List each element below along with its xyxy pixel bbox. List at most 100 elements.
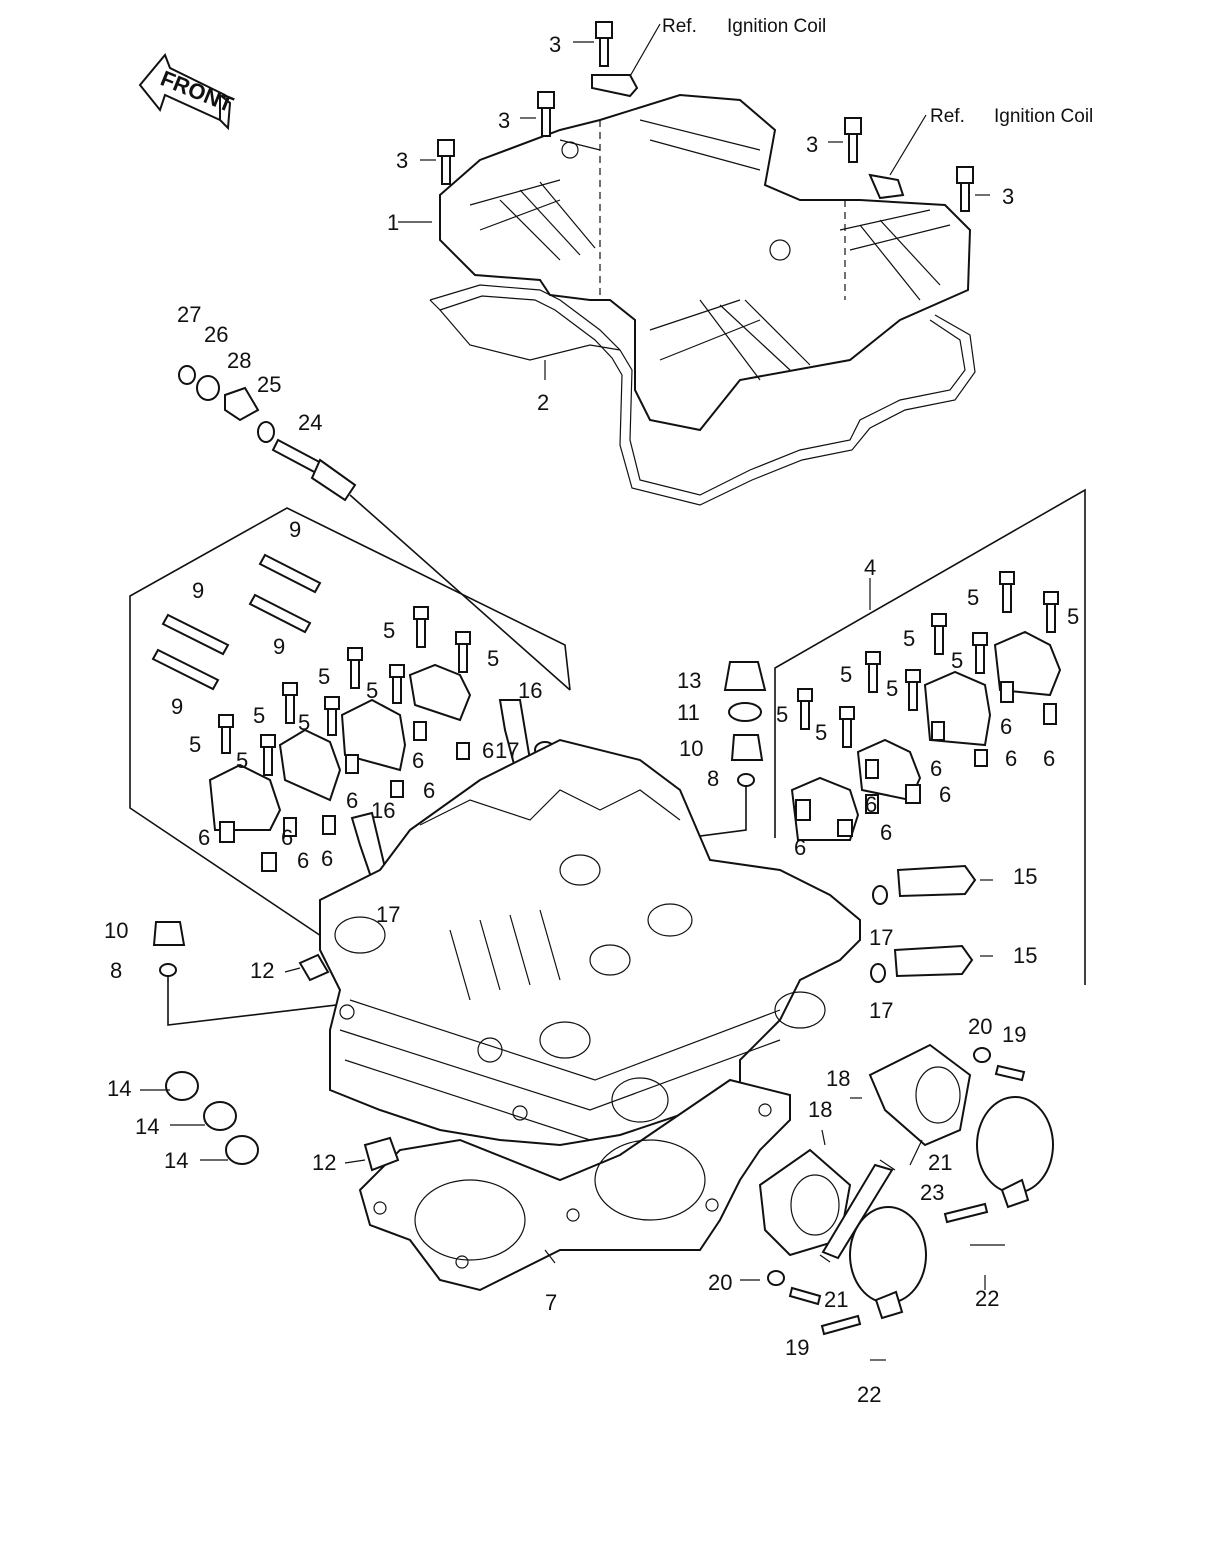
- reference-ignition-coil-right: Ref. Ignition Coil: [889, 106, 1093, 176]
- cylinder-head-cover: [439, 93, 972, 432]
- callout-18: 18: [808, 1097, 832, 1122]
- callout-5: 5: [1067, 604, 1079, 629]
- callout-12: 12: [312, 1150, 336, 1175]
- callout-8: 8: [707, 766, 719, 791]
- leader-lines: [140, 41, 993, 1290]
- callout-6: 6: [198, 825, 210, 850]
- cover-bolt: [844, 117, 862, 163]
- callout-4: 4: [864, 555, 876, 580]
- camshaft-caps-left: [208, 606, 472, 872]
- callout-5: 5: [383, 618, 395, 643]
- ref-prefix: Ref.: [662, 16, 697, 37]
- callout-5: 5: [189, 732, 201, 757]
- callout-6: 6: [412, 748, 424, 773]
- callout-6: 6: [281, 825, 293, 850]
- carburetor-holders: [758, 1043, 1054, 1361]
- ignition-coil-clamp: [591, 74, 905, 200]
- callout-17: 17: [869, 998, 893, 1023]
- cylinder-head: [319, 738, 861, 1147]
- callout-6: 6: [930, 756, 942, 781]
- callout-6: 6: [1005, 746, 1017, 771]
- callout-9: 9: [273, 634, 285, 659]
- callout-18: 18: [826, 1066, 850, 1091]
- callout-27: 27: [177, 302, 201, 327]
- callout-13: 13: [677, 668, 701, 693]
- cover-bolt: [595, 21, 613, 67]
- callout-26: 26: [204, 322, 228, 347]
- callout-22: 22: [857, 1382, 881, 1407]
- callout-6: 6: [297, 848, 309, 873]
- callout-6: 6: [939, 782, 951, 807]
- cover-bolt: [956, 166, 974, 212]
- callout-10: 10: [679, 736, 703, 761]
- callout-20: 20: [708, 1270, 732, 1295]
- callout-6: 6: [482, 738, 494, 763]
- callout-3: 3: [1002, 184, 1014, 209]
- callout-5: 5: [776, 702, 788, 727]
- callout-8: 8: [110, 958, 122, 983]
- callout-14: 14: [164, 1148, 188, 1173]
- callout-3: 3: [806, 132, 818, 157]
- callout-19: 19: [1002, 1022, 1026, 1047]
- callout-5: 5: [318, 664, 330, 689]
- callout-28: 28: [227, 348, 251, 373]
- callout-6: 6: [1000, 714, 1012, 739]
- ref-text: Ignition Coil: [727, 16, 826, 37]
- callout-6: 6: [1043, 746, 1055, 771]
- callout-22: 22: [975, 1286, 999, 1311]
- callout-25: 25: [257, 372, 281, 397]
- callout-9: 9: [192, 578, 204, 603]
- callout-17: 17: [495, 738, 519, 763]
- callout-16: 16: [518, 678, 542, 703]
- callout-6: 6: [423, 778, 435, 803]
- callout-3: 3: [549, 32, 561, 57]
- front-arrow-icon: FRONT: [138, 53, 237, 131]
- callout-21: 21: [928, 1150, 952, 1175]
- ref-prefix: Ref.: [930, 106, 965, 127]
- callout-5: 5: [886, 676, 898, 701]
- callout-6: 6: [794, 835, 806, 860]
- callout-24: 24: [298, 410, 322, 435]
- callout-7: 7: [545, 1290, 557, 1315]
- shaft-assembly: [178, 365, 571, 691]
- cylinder-head-gasket: [358, 1078, 791, 1292]
- callout-5: 5: [903, 626, 915, 651]
- head-nut-stack-right: [669, 661, 767, 905]
- callout-15: 15: [1013, 864, 1037, 889]
- callout-5: 5: [840, 662, 852, 687]
- cover-gasket: [429, 284, 976, 506]
- ref-text: Ignition Coil: [994, 106, 1093, 127]
- callout-5: 5: [298, 710, 310, 735]
- callout-16: 16: [371, 798, 395, 823]
- callout-1: 1: [387, 210, 399, 235]
- callout-5: 5: [366, 678, 378, 703]
- callout-23: 23: [920, 1180, 944, 1205]
- cover-bolt: [537, 91, 555, 137]
- callout-6: 6: [346, 788, 358, 813]
- callout-6: 6: [880, 820, 892, 845]
- callout-5: 5: [253, 703, 265, 728]
- callout-9: 9: [289, 517, 301, 542]
- callout-17: 17: [869, 925, 893, 950]
- callout-6: 6: [865, 792, 877, 817]
- callout-15: 15: [1013, 943, 1037, 968]
- callout-5: 5: [815, 720, 827, 745]
- cover-bolt: [437, 139, 455, 185]
- callout-3: 3: [396, 148, 408, 173]
- callout-5: 5: [967, 585, 979, 610]
- callout-2: 2: [537, 390, 549, 415]
- callout-19: 19: [785, 1335, 809, 1360]
- stud-bolts: [151, 553, 322, 691]
- callout-labels: 3 3 3 3 3 1 2 27 26 28 25 24 9 9 9 9 4 5…: [104, 32, 1079, 1407]
- callout-14: 14: [107, 1076, 131, 1101]
- reference-ignition-coil-top: Ref. Ignition Coil: [624, 16, 826, 86]
- callout-21: 21: [824, 1287, 848, 1312]
- callout-9: 9: [171, 694, 183, 719]
- callout-20: 20: [968, 1014, 992, 1039]
- callout-14: 14: [135, 1114, 159, 1139]
- callout-5: 5: [236, 748, 248, 773]
- callout-11: 11: [677, 700, 700, 725]
- callout-5: 5: [951, 648, 963, 673]
- callout-17: 17: [376, 902, 400, 927]
